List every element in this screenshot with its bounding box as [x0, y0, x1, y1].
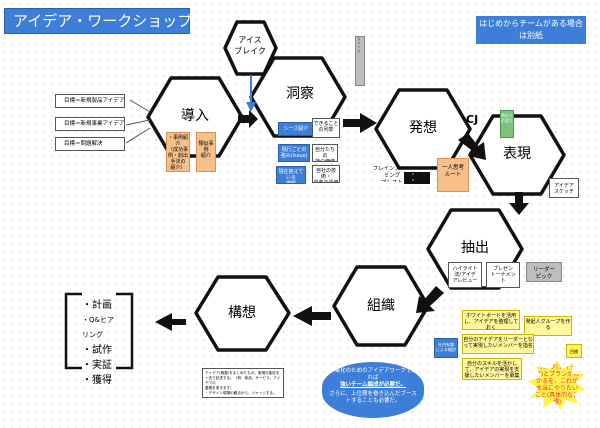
gray-bar: タイトル [355, 36, 365, 86]
extraction-highlight: ハイライト 法/アイデ アレビュー [448, 262, 482, 288]
green-note: 他の人 の見た [500, 110, 514, 138]
plan-list: ・計画 ・Q&ヒアリング ・試作 ・実証 ・獲得 [82, 298, 118, 388]
page-title: アイデア・ワークショップ [4, 8, 192, 34]
arrow-ideation-expression [458, 133, 486, 160]
hex-intro-label: 導入 [181, 108, 209, 124]
right-yellow-tag: 目標 [566, 344, 582, 358]
ideation-swap-arrows: 1 2 [404, 172, 430, 184]
insight-strengths: 現行ごとの 強み(Issue) [278, 144, 310, 162]
hex-insight [249, 56, 347, 138]
insight-abilities: できること の列挙 [312, 118, 340, 138]
arrow-expression-extraction [509, 192, 529, 215]
hex-insight-label: 洞察 [286, 85, 314, 102]
hex-ice-label-1: アイス [238, 36, 261, 45]
bubble-line-1: 事業化のためのアイデアワークであれば [329, 368, 417, 381]
hex-organization-label: 組織 [367, 298, 395, 314]
plan-item-plan: ・計画 [82, 300, 112, 311]
hex-concept [194, 275, 291, 352]
goal-tag-product: 目標＝新規製品アイデア [55, 94, 125, 108]
hex-extraction-label: 抽出 [461, 240, 489, 256]
team-bubble: 事業化のためのアイデアワークであれば 強いチーム編成が必要だ。 さらに、上位層を… [322, 362, 424, 418]
insight-issues: 現在抱えている 課題 [276, 166, 306, 184]
right-note-b: 自分のアイデアをリーダーとなって実現したいメンバーを指名 [462, 334, 534, 354]
arrow-intro-insight [238, 110, 258, 128]
cj-label: CJ [466, 113, 479, 126]
plan-bracket [64, 292, 82, 370]
arrow-organization-concept [293, 306, 331, 326]
blue-small-note: 社内有識 による検討 [434, 338, 458, 358]
plan-item-prototype: ・試作 [82, 345, 112, 356]
hex-ice-label-2: ブレイク [234, 46, 266, 56]
intro-note-cases: ・事例紹介 （成功事例・創出手法の 紹介） [166, 132, 190, 172]
insight-assets: 自社の技術・ 資産の活用 [312, 165, 340, 183]
right-note-a: ホワイトボードを活用し、アイデアを整理しておく [462, 310, 520, 331]
bubble-line-2: 強いチーム編成が必要だ。 [340, 382, 406, 388]
hex-expression [468, 114, 566, 196]
right-note-c: 自分のスキルを活かして、アイデアの実現を支援したいメンバーを募集 [462, 358, 522, 380]
insight-seeds: シーズ紹介 [278, 122, 314, 136]
expression-sketch: アイデア スケッチ [549, 178, 579, 198]
plan-item-acquire: ・獲得 [82, 375, 112, 386]
hex-ideation-label: 発想 [409, 120, 437, 136]
plan-item-hearing: ・Q&ヒアリング [82, 316, 114, 339]
ideation-brainstorm: ブレインストーミング ブレスト [372, 166, 412, 182]
extraction-leader-pick: リーダー ピック [526, 262, 562, 282]
ideation-tag-b: 2 [412, 178, 414, 182]
hex-ice [223, 20, 278, 76]
bubble-line-3: さらに、上位層を巻き込んだブーストすることも必要だ。 [329, 391, 417, 404]
arrow-insight-ideation [343, 113, 377, 133]
right-note-d: 発起人グループを作る [524, 316, 572, 336]
extraction-tournament: プレゼン トーナメン ト [486, 262, 520, 288]
arrow-extraction-organization [416, 286, 444, 313]
hex-ideation [374, 88, 472, 170]
intro-note-similar: 類似事例 紹介 [196, 132, 216, 172]
ideation-solo-route: 一人思考 ルート [437, 158, 469, 192]
team-note: はじめからチームがある場合は別紙 [476, 16, 586, 44]
plan-item-verify: ・実証 [82, 360, 112, 371]
goal-tag-business: 目標＝新規事業アイデア [55, 117, 125, 131]
hex-expression-label: 表現 [503, 146, 531, 162]
concept-note: アイデア(概要)をまとめたもの、実現可能性を 一言で記述する。（例：商品、サービ… [202, 368, 284, 398]
insight-values: 自分たちの 持つ価値 [312, 144, 338, 162]
gray-bar-label: タイトル [357, 37, 362, 53]
hex-concept-label: 構想 [228, 305, 256, 321]
goal-tag-problem: 目標＝問題解決 [55, 137, 125, 151]
ideation-tag-a: 1 [412, 172, 414, 176]
arrow-concept-plan [155, 313, 186, 331]
